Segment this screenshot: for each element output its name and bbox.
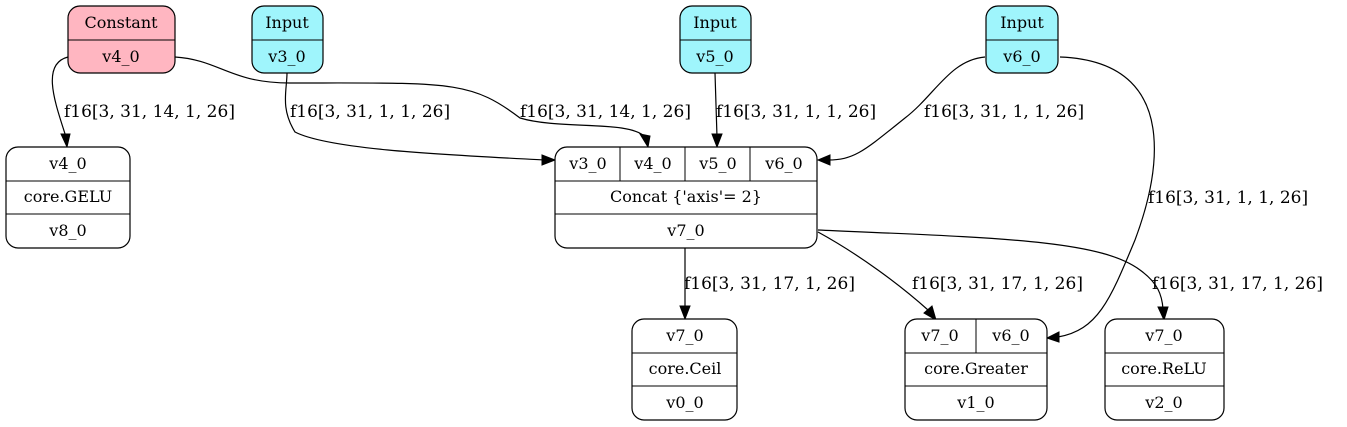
- node-concat-port-v6: v6_0: [764, 154, 802, 173]
- node-ceil[interactable]: v7_0 core.Ceil v0_0: [631, 318, 738, 421]
- node-gelu-op: core.GELU: [24, 187, 113, 206]
- edge-label-v3-to-concat: f16[3, 31, 1, 1, 26]: [290, 102, 450, 122]
- edge-label-concat-to-relu: f16[3, 31, 17, 1, 26]: [1152, 274, 1323, 294]
- node-constant-v4-header: Constant: [84, 13, 158, 32]
- edge-concat-to-relu: [817, 229, 1164, 310]
- node-concat-port-v5: v5_0: [698, 154, 736, 173]
- node-gelu-box: [5, 146, 131, 249]
- edge-label-concat-to-greater: f16[3, 31, 17, 1, 26]: [912, 274, 1083, 294]
- node-gelu-input: v4_0: [48, 154, 86, 173]
- edge-v3-to-concat: [284, 72, 546, 161]
- node-greater-port-v6: v6_0: [991, 326, 1029, 345]
- node-ceil-op: core.Ceil: [649, 359, 722, 378]
- node-ceil-box: [631, 318, 738, 421]
- node-concat-output: v7_0: [666, 221, 704, 240]
- edge-concat-to-greater-arrowhead: [923, 305, 937, 322]
- node-greater-port-v7: v7_0: [920, 326, 958, 345]
- edge-v6-to-concat: [827, 56, 986, 161]
- edge-v5-to-concat: [714, 72, 718, 138]
- node-input-v3-header: Input: [265, 13, 309, 32]
- node-concat[interactable]: v3_0 v4_0 v5_0 v6_0 Concat {'axis'= 2} v…: [554, 146, 818, 249]
- edge-v5-to-concat-arrowhead: [711, 133, 723, 149]
- node-input-v3[interactable]: Input v3_0: [251, 5, 324, 74]
- edge-v4-to-gelu-arrowhead: [60, 133, 71, 149]
- node-gelu-output: v8_0: [48, 221, 86, 240]
- edge-v4-to-gelu: [51, 56, 69, 138]
- edge-v6-to-greater-arrowhead: [1045, 331, 1060, 343]
- node-concat-op: Concat {'axis'= 2}: [610, 187, 762, 206]
- edge-v4-to-concat-arrowhead: [638, 133, 651, 149]
- edge-concat-to-ceil-arrowhead: [679, 305, 691, 321]
- edge-label-v6-to-concat: f16[3, 31, 1, 1, 26]: [924, 102, 1084, 122]
- node-concat-port-v4: v4_0: [633, 154, 671, 173]
- node-ceil-input: v7_0: [665, 326, 703, 345]
- edge-label-v5-to-concat: f16[3, 31, 1, 1, 26]: [716, 102, 876, 122]
- node-constant-v4-value: v4_0: [101, 47, 139, 66]
- node-constant-v4[interactable]: Constant v4_0: [67, 5, 176, 74]
- edge-label-v6-to-greater: f16[3, 31, 1, 1, 26]: [1148, 188, 1308, 208]
- node-input-v6-value: v6_0: [1002, 47, 1040, 66]
- edge-label-concat-to-ceil: f16[3, 31, 17, 1, 26]: [684, 274, 855, 294]
- edge-v6-to-concat-arrowhead: [816, 154, 831, 166]
- node-greater[interactable]: v7_0 v6_0 core.Greater v1_0: [904, 318, 1048, 421]
- node-relu[interactable]: v7_0 core.ReLU v2_0: [1104, 318, 1225, 421]
- node-input-v6-header: Input: [1000, 13, 1044, 32]
- edge-label-v4-to-gelu: f16[3, 31, 14, 1, 26]: [64, 102, 235, 122]
- node-input-v6[interactable]: Input v6_0: [985, 5, 1059, 74]
- node-ceil-output: v0_0: [665, 393, 703, 412]
- node-relu-output: v2_0: [1144, 393, 1182, 412]
- edge-label-v4-to-concat: f16[3, 31, 14, 1, 26]: [520, 102, 691, 122]
- edges: f16[3, 31, 14, 1, 26] f16[3, 31, 1, 1, 2…: [51, 56, 1323, 343]
- node-gelu[interactable]: v4_0 core.GELU v8_0: [5, 146, 131, 249]
- edge-v4-to-concat: [174, 56, 646, 138]
- node-input-v5-header: Input: [693, 13, 737, 32]
- edge-concat-to-greater: [817, 231, 929, 311]
- node-input-v5[interactable]: Input v5_0: [679, 5, 752, 74]
- node-input-v3-value: v3_0: [267, 47, 305, 66]
- edge-concat-to-relu-arrowhead: [1157, 306, 1169, 322]
- edge-v6-to-greater: [1057, 56, 1155, 338]
- node-input-v5-value: v5_0: [695, 47, 733, 66]
- edge-v3-to-concat-arrowhead: [541, 154, 557, 166]
- node-relu-box: [1104, 318, 1225, 421]
- node-relu-input: v7_0: [1144, 326, 1182, 345]
- node-greater-op: core.Greater: [924, 359, 1028, 378]
- node-greater-output: v1_0: [956, 393, 994, 412]
- node-relu-op: core.ReLU: [1121, 359, 1207, 378]
- node-concat-port-v3: v3_0: [568, 154, 606, 173]
